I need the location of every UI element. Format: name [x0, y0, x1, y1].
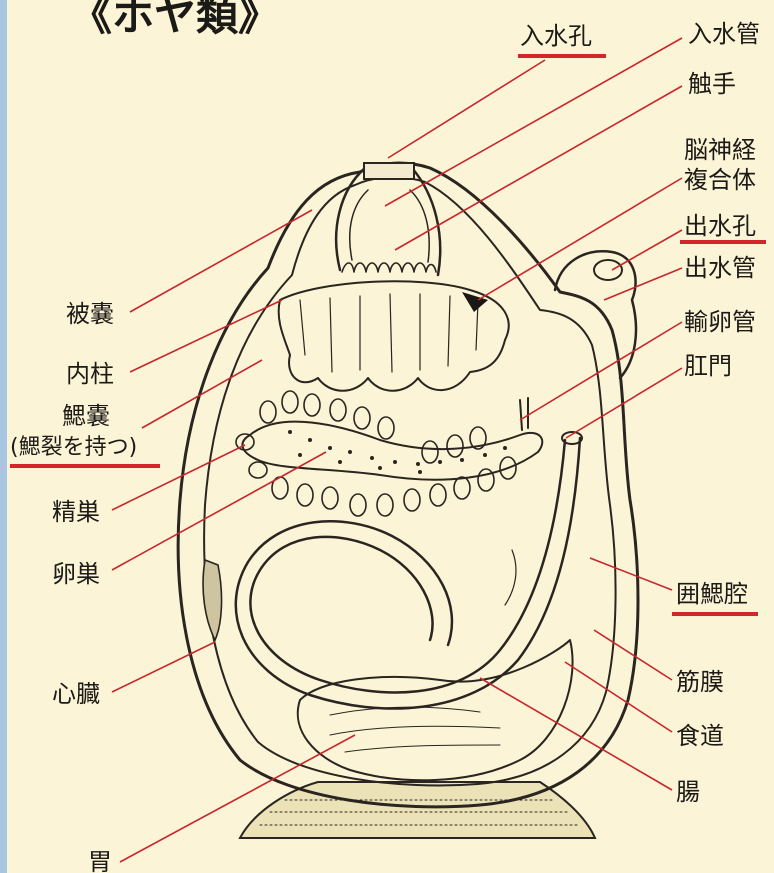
label-shinzo: 心臓: [52, 680, 100, 708]
label-hino: 被嚢: [66, 300, 114, 328]
label-i: 胃: [88, 848, 112, 873]
label-cho: 腸: [676, 778, 700, 806]
label-komon: 肛門: [684, 352, 732, 380]
label-noshinkei-2: 複合体: [684, 166, 756, 194]
leader-shokushu: [395, 86, 682, 250]
label-noshinkei-1: 脳神経: [684, 136, 756, 164]
heart: [203, 560, 222, 640]
ascidian-body-drawing: [178, 163, 638, 838]
label-shokudo: 食道: [676, 722, 724, 750]
excurrent-pore: [594, 260, 622, 280]
label-seiso: 精巣: [52, 498, 100, 526]
leader-ranso: [112, 452, 326, 570]
label-sai-no-sub: (鰓裂を持つ): [10, 435, 137, 460]
diagram-title: 《ホヤ類》: [70, 0, 280, 40]
tentacle-crown: [342, 263, 436, 272]
incurrent-pore: [364, 163, 414, 179]
leader-hino: [130, 210, 312, 312]
label-kinmaku: 筋膜: [676, 668, 724, 696]
label-shokushu: 触手: [688, 70, 736, 98]
label-nyusuikan: 入水管: [688, 20, 760, 48]
label-isaiko: 囲鰓腔: [676, 580, 748, 608]
ovary-band: [242, 422, 542, 480]
stomach: [298, 640, 573, 780]
leader-nyusuikan: [385, 38, 682, 206]
leader-isaiko: [590, 558, 672, 590]
leader-shussuikan: [604, 268, 682, 300]
leader-noshinkei: [478, 178, 682, 300]
leader-nyusuiko: [388, 60, 545, 158]
leader-sai-no: [142, 360, 262, 428]
label-shussuiko: 出水孔: [684, 212, 756, 240]
label-naichu: 内柱: [66, 360, 114, 388]
tunic-outline: [178, 163, 638, 807]
labels: 入水孔 入水管 触手 脳神経 複合体 出水孔 出水管 輸卵管 肛門 囲鰓腔 筋膜…: [10, 20, 766, 873]
left-edge-strip: [0, 0, 7, 873]
label-nyusuiko: 入水孔: [520, 22, 592, 50]
label-shussuikan: 出水管: [684, 254, 756, 282]
label-yuranka: 輸卵管: [684, 308, 756, 336]
label-ranso: 卵巣: [52, 560, 100, 588]
leader-shussuiko: [612, 230, 682, 270]
label-sai-no: 鰓嚢: [62, 402, 110, 430]
